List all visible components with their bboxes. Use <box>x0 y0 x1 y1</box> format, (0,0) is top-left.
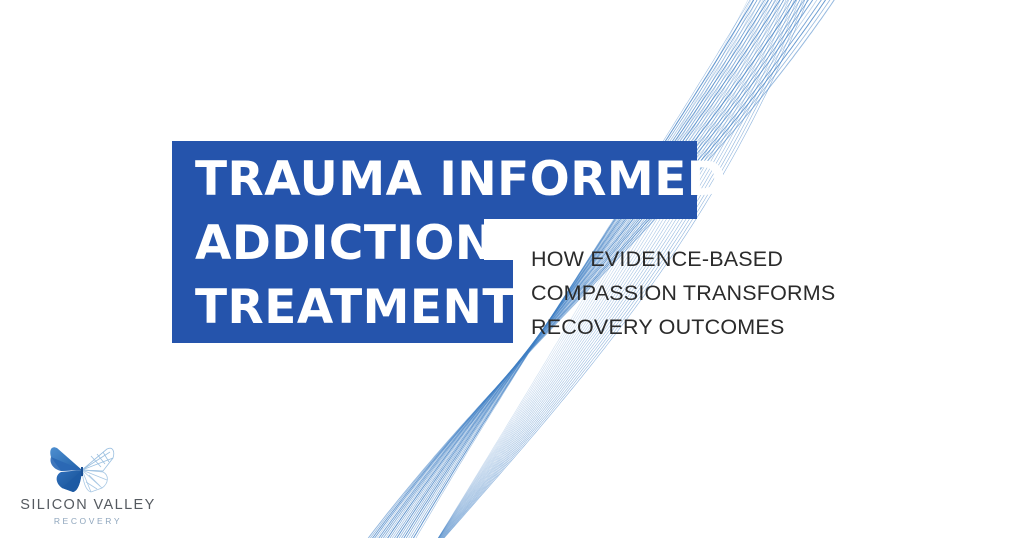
title-block-background <box>172 141 697 343</box>
title-block: TRAUMA INFORMED ADDICTION TREATMENT: <box>172 141 726 343</box>
title-text: TRAUMA INFORMED ADDICTION TREATMENT: <box>172 141 726 343</box>
logo-tagline: RECOVERY <box>53 516 123 526</box>
silicon-valley-recovery-logo[interactable]: SILICON VALLEY RECOVERY <box>18 442 158 530</box>
title-line-3: TREATMENT: <box>195 280 532 335</box>
subtitle-line-3: RECOVERY OUTCOMES <box>531 315 785 339</box>
subtitle: HOW EVIDENCE-BASED COMPASSION TRANSFORMS… <box>531 242 861 344</box>
butterfly-icon <box>50 447 115 493</box>
title-line-2: ADDICTION <box>195 216 495 271</box>
subtitle-line-1: HOW EVIDENCE-BASED <box>531 247 784 271</box>
subtitle-line-2: COMPASSION TRANSFORMS <box>531 281 836 305</box>
logo-company-name: SILICON VALLEY <box>20 497 156 513</box>
title-line-1: TRAUMA INFORMED <box>195 152 727 207</box>
